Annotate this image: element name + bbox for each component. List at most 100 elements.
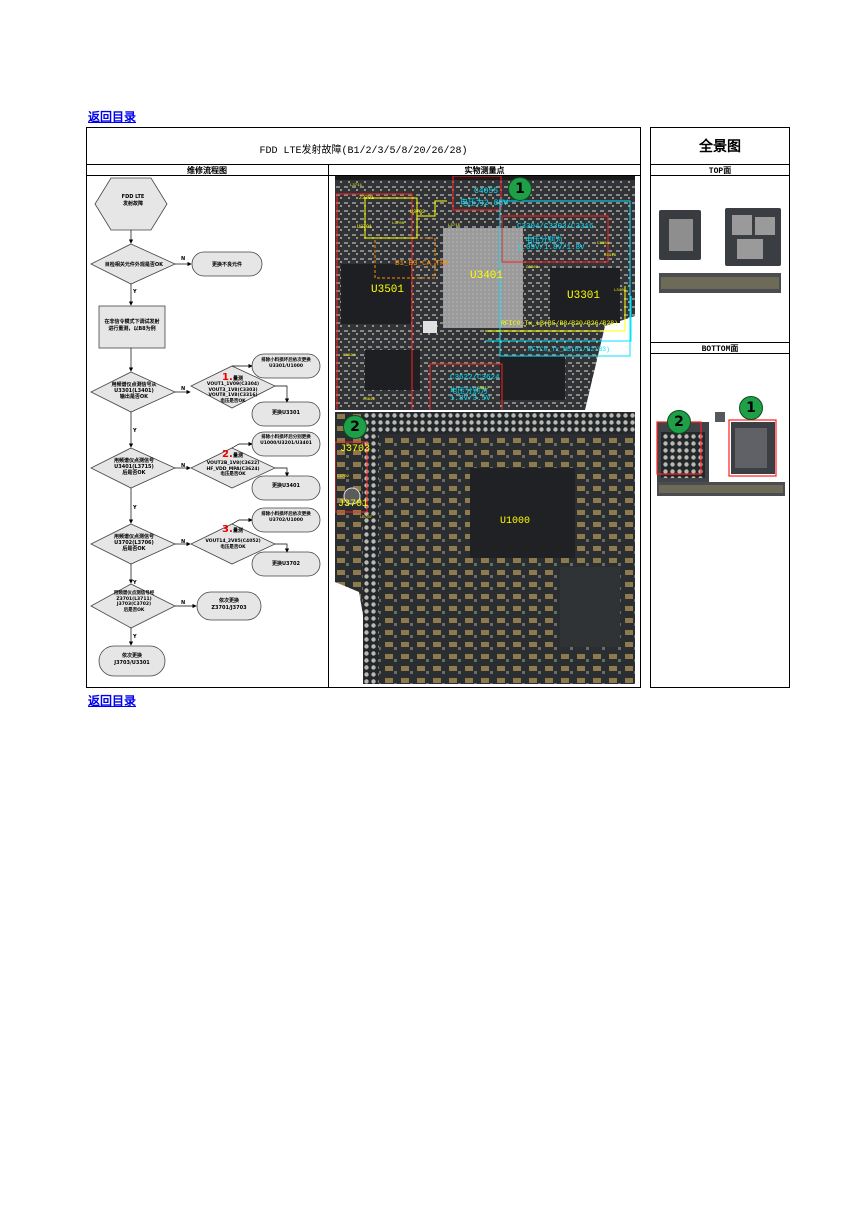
flow-check-2: VOUT2B_1V8(C3622) HF_VDD_MPA(C3624) 电压是否…: [206, 461, 260, 477]
check-3-shape: [190, 523, 276, 565]
label-u3701: U3701: [357, 224, 373, 230]
overview-title: 全景图: [699, 139, 741, 155]
flow-end: 依次更换 J3703/U3301: [114, 653, 150, 666]
divider: [650, 175, 790, 176]
label-c3624-small: C3624: [343, 354, 356, 358]
flow-result-2a: 排除小料损坏后依次更换 U3301/U1000: [261, 358, 311, 369]
label-l3706: L3706: [392, 222, 405, 226]
flow-check-3: VOUT14_2V85(C4052) 电压是否OK: [205, 539, 261, 550]
overview-table: [650, 127, 790, 688]
pcb-bottom-graphic: [335, 412, 635, 684]
flow-check-1: VOUT1_1V09(C3304) VOUT3_1V8(C3303) VOUT8…: [206, 382, 260, 404]
label-c3304-small: C3304: [597, 242, 610, 246]
flow-decision-3: 用频谱仪点测信号 U3401(L3715) 后是否OK: [113, 458, 154, 476]
start-shape: [94, 177, 168, 231]
label-j3701: J3701: [338, 499, 369, 510]
marker-1: 1: [508, 177, 532, 201]
flow-result-3a: 排除小料损坏后分别更换 U1000/U3201/U3401: [260, 435, 312, 446]
flow-result-4a: 排除小料损坏后依次更换 U3702/U1000: [261, 512, 311, 523]
label-l3711: L3711: [350, 184, 363, 188]
top-label: TOP面: [708, 167, 732, 176]
divider: [650, 342, 790, 343]
flow-result-5: 依次更换 Z3701/J3703: [211, 598, 247, 611]
back-to-contents-link-bottom[interactable]: 返回目录: [88, 694, 137, 708]
label-c3316-small: C3316: [604, 254, 617, 258]
no-label: N: [181, 600, 186, 606]
no-label: N: [181, 539, 186, 545]
label-c3304-group: C3304/C3303/C3316: [517, 223, 594, 231]
flow-start: FDD LTE 发射故障: [121, 194, 145, 207]
label-c3304-voltage-2: 1.09V/1.8V/1.8V: [517, 244, 585, 252]
top-overview-photo: [659, 208, 781, 293]
flow-result-2b: 更换U3301: [272, 410, 300, 416]
measure-header: 实物测量点: [464, 166, 505, 175]
yes-label: Y: [133, 580, 137, 586]
pcb-bottom-photo: J3703 J3701 U1000 C3702 L3707 2: [335, 412, 635, 684]
result-5-shape: [196, 591, 262, 621]
overview-marker-2: 2: [667, 410, 691, 434]
marker-2: 2: [343, 415, 367, 439]
result-1-shape: [191, 251, 263, 277]
flow-result-4b: 更换U3702: [272, 561, 300, 567]
main-title: FDD LTE发射故障(B1/2/3/5/8/20/26/28): [259, 146, 468, 157]
label-l3707: L3707: [360, 516, 373, 520]
label-u3501: U3501: [371, 284, 405, 296]
pcb-top-graphic: [335, 176, 635, 410]
check-2-word: 量测: [233, 453, 244, 459]
main-table: [86, 127, 641, 688]
yes-label: Y: [133, 634, 137, 640]
divider: [650, 164, 790, 165]
overview-marker-1: 1: [739, 396, 763, 420]
flow-header: 维修流程图: [187, 166, 227, 175]
label-c4055-voltage: 电压为2.85V: [460, 199, 509, 208]
label-c3303-small: C3303: [526, 266, 539, 270]
check-1-shape: [190, 365, 276, 409]
no-label: N: [181, 386, 186, 392]
label-j3703: J3703: [340, 444, 371, 455]
check-3-word: 量测: [233, 528, 244, 534]
yes-label: Y: [133, 289, 137, 295]
check-3-number: 3.: [222, 524, 233, 535]
label-c4055: C4055: [474, 187, 499, 196]
flow-decision-2: 用频谱仪点测信号从 U3301(L3401) 输出是否OK: [111, 382, 157, 400]
label-u1000: U1000: [500, 516, 531, 527]
label-u3702: U3702: [410, 209, 426, 215]
check-1-word: 量测: [233, 376, 244, 382]
no-label: N: [181, 463, 186, 469]
yes-label: Y: [133, 428, 137, 434]
bottom-label: BOTTOM面: [701, 345, 739, 354]
label-z3701: Z3701: [359, 195, 375, 201]
label-u3401: U3401: [470, 270, 504, 282]
check-2-shape: [190, 447, 276, 489]
divider: [650, 353, 790, 354]
label-c3622-small: C3622: [363, 398, 376, 402]
flow-decision-4: 用频谱仪点测信号 U3702(L3706) 后是否OK: [113, 534, 154, 552]
flow-decision-5: 用频谱仪点测信号经 Z3701(L3711) J3703(C3702) 后是否O…: [113, 591, 155, 613]
yes-label: Y: [133, 505, 137, 511]
pcb-top-photo: C4055 电压为2.85V C3304/C3303/C3316 电压分别为 1…: [335, 176, 635, 410]
check-1-number: 1.: [222, 372, 233, 383]
label-l3401: L3401: [614, 289, 627, 293]
flow-step-1: 在非信令模式下调试发射 进行重测，以B8为例: [104, 319, 160, 332]
no-label: N: [181, 256, 186, 262]
label-c3417: C3417: [477, 387, 490, 391]
divider: [86, 175, 641, 176]
label-rfic-mb: RFIC0_Tx_MB(B1/B2/B3): [528, 346, 610, 353]
end-shape: [98, 645, 166, 677]
flow-result-1: 更换不良元件: [211, 262, 242, 268]
back-to-contents-link-top[interactable]: 返回目录: [88, 110, 137, 124]
divider: [328, 164, 329, 688]
label-c3304-voltage-1: 电压分别为: [525, 237, 563, 245]
divider: [86, 164, 641, 165]
label-l3715: L3715: [448, 224, 461, 228]
step-1-shape: [98, 305, 166, 349]
label-b1-b3-trx: B1_B3_CA_TRX: [395, 260, 450, 268]
label-c3702: C3702: [337, 475, 350, 479]
label-u3301: U3301: [567, 290, 601, 302]
label-c3622-voltage-2: 1.8V/3.5V: [450, 395, 491, 403]
label-c3622-group: C3622/C3624: [450, 374, 500, 382]
check-2-number: 2.: [222, 449, 233, 460]
label-c3622-voltage-1: 电压分别为: [450, 388, 488, 396]
flow-decision-1: 目检相关元件外观是否OK: [104, 262, 164, 268]
flow-result-3b: 更换U3401: [272, 483, 300, 489]
